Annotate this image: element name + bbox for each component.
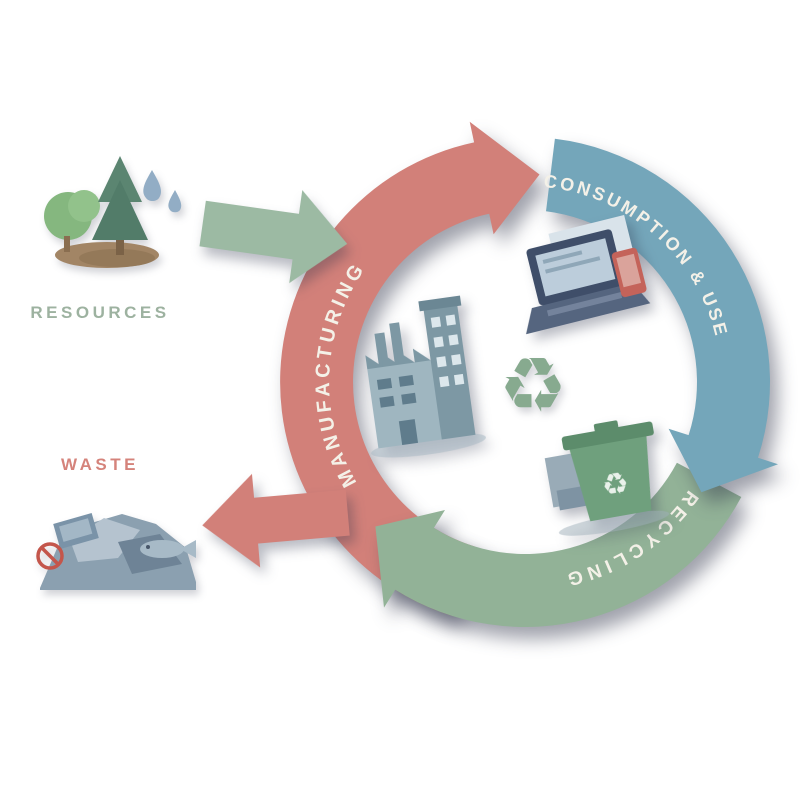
pine-tree-trunk xyxy=(116,240,124,255)
waste-panel-screen xyxy=(59,518,93,542)
factory-window xyxy=(398,374,414,387)
factory-ground xyxy=(371,433,486,458)
factory-tower-window xyxy=(451,354,462,366)
resources-label: RESOURCES xyxy=(30,303,169,322)
no-sign-slash xyxy=(40,546,60,566)
input-arrow-icon xyxy=(199,190,348,284)
factory-tower-cap xyxy=(418,295,462,312)
factory-window xyxy=(379,395,395,408)
electronics-screen xyxy=(535,238,616,297)
electronics-icon xyxy=(526,214,651,335)
pine-tree-lower xyxy=(92,180,148,240)
resources-illustration xyxy=(44,156,182,268)
fish-eye xyxy=(146,545,150,549)
factory-window xyxy=(376,378,393,390)
water-drop-icon xyxy=(143,170,162,201)
output-arrow-icon xyxy=(202,473,350,568)
factory-tower-window xyxy=(436,356,447,368)
waste-label: WASTE xyxy=(61,455,139,474)
factory-door xyxy=(398,419,419,446)
waste-pile-icon xyxy=(36,512,196,590)
fish-tail xyxy=(180,540,196,558)
bin-handle xyxy=(593,420,619,432)
factory-tower-window xyxy=(453,373,465,386)
factory-window xyxy=(401,392,417,405)
no-sign-icon xyxy=(36,542,64,570)
factory-tower-window xyxy=(448,334,459,346)
electronics-key-row xyxy=(546,292,623,317)
factory-tower-window xyxy=(439,376,450,388)
bin-body xyxy=(569,436,652,522)
pine-tree-icon xyxy=(98,156,142,202)
factory-tower-window xyxy=(430,316,442,328)
deciduous-tree-trunk xyxy=(64,236,70,252)
factory-icon xyxy=(365,295,486,458)
deciduous-tree-canopy xyxy=(68,190,100,222)
fish-icon xyxy=(140,540,184,558)
factory-sawtooth-roof xyxy=(365,348,431,370)
bin-lid xyxy=(561,421,654,451)
electronics-screen-line xyxy=(542,250,583,264)
water-drop-icon xyxy=(168,190,182,213)
bin-recycle-glyph: ♻ xyxy=(599,466,631,503)
electronics-red-device-screen xyxy=(616,253,642,288)
recycling-bin-icon: ♻ xyxy=(544,420,670,536)
factory-tower-window xyxy=(445,314,456,326)
recycle-symbol-icon: ♻ xyxy=(499,344,567,429)
bin-ground xyxy=(558,510,670,536)
electronics-screen-line xyxy=(545,256,601,274)
factory-tower-window xyxy=(433,336,444,348)
soil-mound-front xyxy=(79,249,155,267)
